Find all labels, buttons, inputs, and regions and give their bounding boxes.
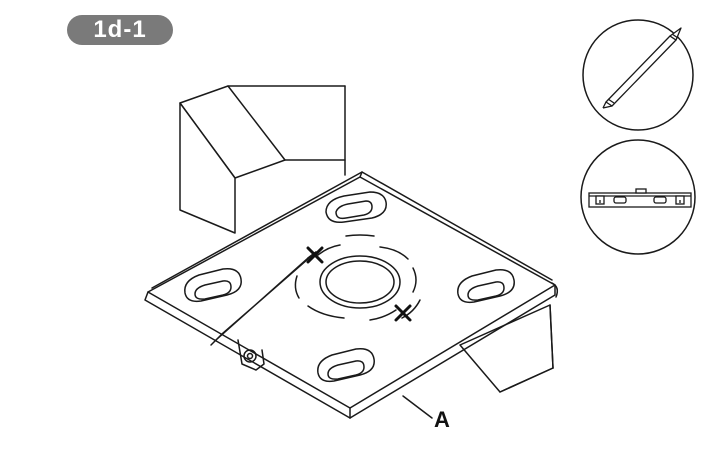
side-clip [237,339,265,371]
drill-marks [306,246,412,322]
callout-leader [402,395,433,419]
center-slots [294,234,421,321]
level-tool-circle [580,139,696,255]
pencil-icon [602,27,682,109]
pencil-tool-circle [582,19,694,131]
keyhole-slots [184,191,515,383]
spirit-level-icon [588,188,692,208]
step-badge: 1d-1 [67,15,173,45]
callout-label-a: A [434,407,450,432]
wall-block [179,85,554,393]
